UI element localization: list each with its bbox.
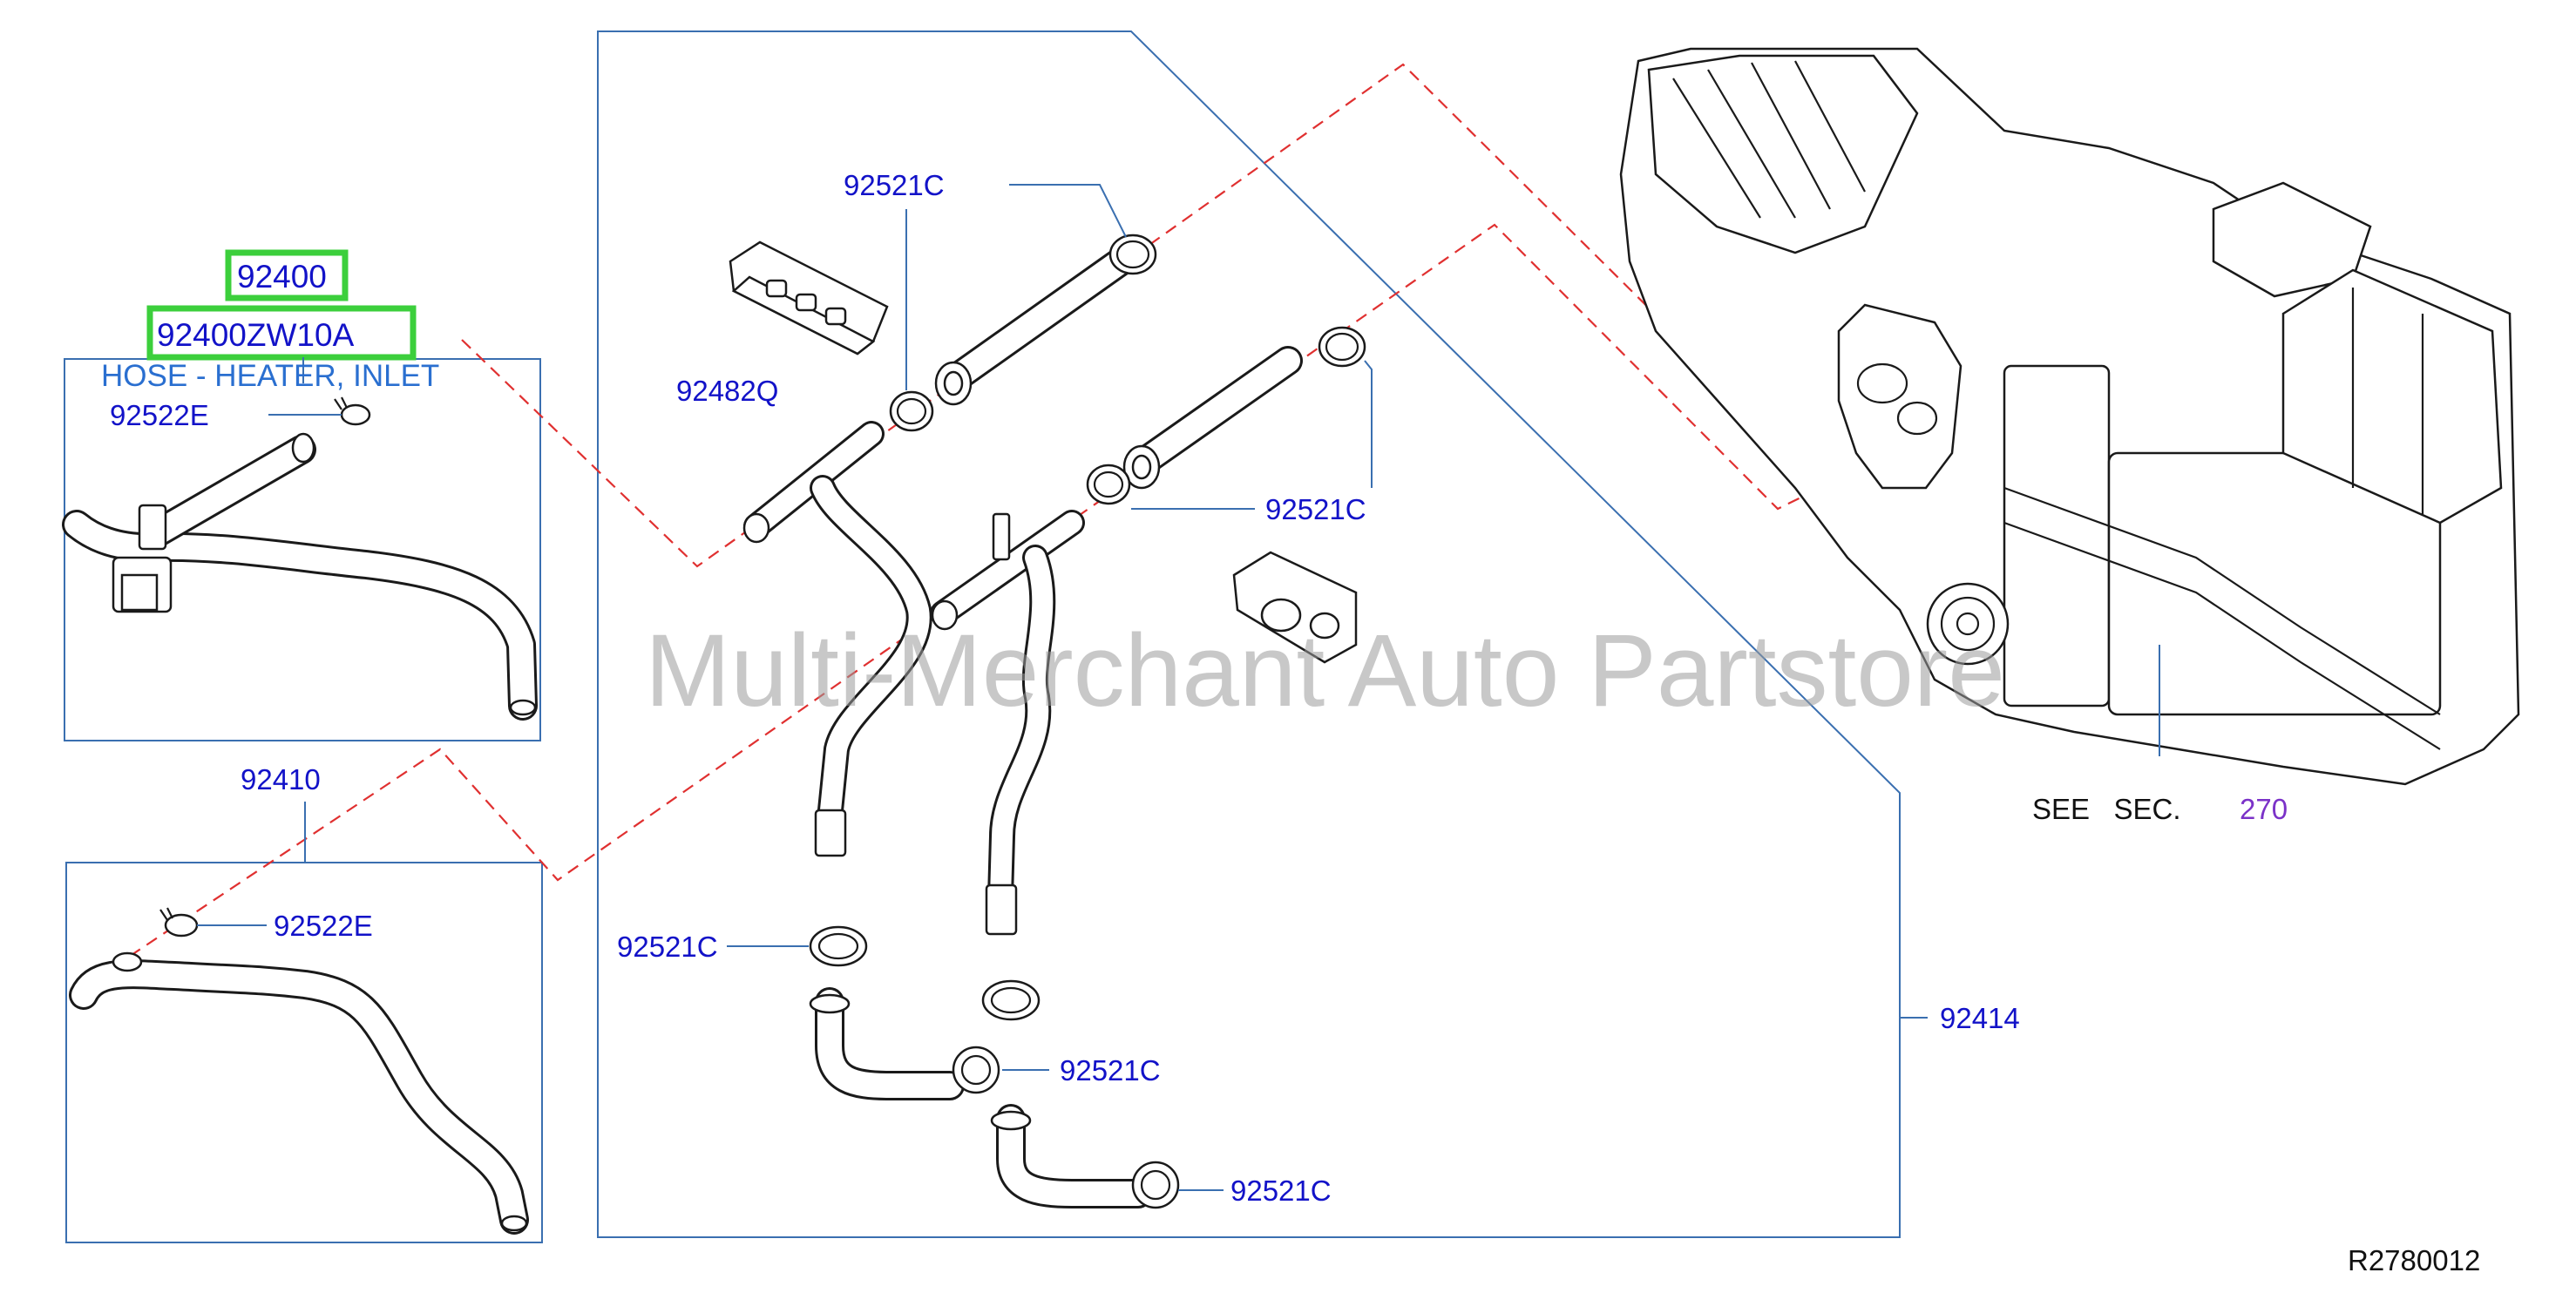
pipe-assembly-right-drawing [930, 510, 1085, 936]
label-92414: 92414 [1940, 1002, 2020, 1034]
label-92522e-top: 92522E [110, 399, 209, 431]
box-hose-assembly [597, 30, 1901, 1238]
lower-elbow-hose-2-drawing [990, 1104, 1153, 1208]
pipe-assembly-left-drawing [742, 421, 932, 857]
clamp-icons [809, 234, 1366, 1209]
routing-line-upper [461, 63, 1883, 568]
bracket-92482q-drawing [729, 240, 889, 355]
label-92521c-a: 92521C [844, 169, 945, 201]
label-92482q: 92482Q [676, 375, 778, 407]
center-leaders [727, 184, 1928, 1191]
highlight-92400 [225, 249, 349, 301]
label-92400zw10a: 92400ZW10A [157, 317, 355, 353]
label-see-sec-number[interactable]: 270 [2240, 793, 2288, 825]
routing-line-lower [112, 223, 1874, 968]
label-92521c-b: 92521C [1265, 493, 1366, 525]
highlight-92400zw10a [146, 305, 417, 361]
label-92521c-d: 92521C [1060, 1054, 1161, 1087]
label-see-sec: SEE SEC. [2032, 793, 2181, 825]
clamp-92522e-top-icon [334, 396, 371, 426]
heater-unit-drawing [1619, 47, 2520, 786]
label-92521c-c: 92521C [617, 931, 718, 963]
label-92521c-e: 92521C [1230, 1175, 1332, 1207]
heater-inlet-hose-drawing [62, 432, 538, 721]
label-diagram-ref: R2780012 [2348, 1244, 2480, 1276]
heater-outlet-hose-drawing [69, 951, 529, 1235]
label-92522e-bottom: 92522E [274, 910, 373, 942]
label-92410: 92410 [241, 763, 321, 795]
upper-straight-hose-drawing [934, 247, 1135, 406]
label-92400: 92400 [237, 259, 327, 294]
watermark: Multi-Merchant Auto Partstore [645, 613, 2005, 728]
middle-straight-hose-drawing [1122, 346, 1303, 490]
label-hose-heater-inlet: HOSE - HEATER, INLET [101, 359, 439, 393]
lower-elbow-hose-1-drawing [809, 987, 965, 1100]
hose-clip-drawing [1232, 551, 1358, 664]
